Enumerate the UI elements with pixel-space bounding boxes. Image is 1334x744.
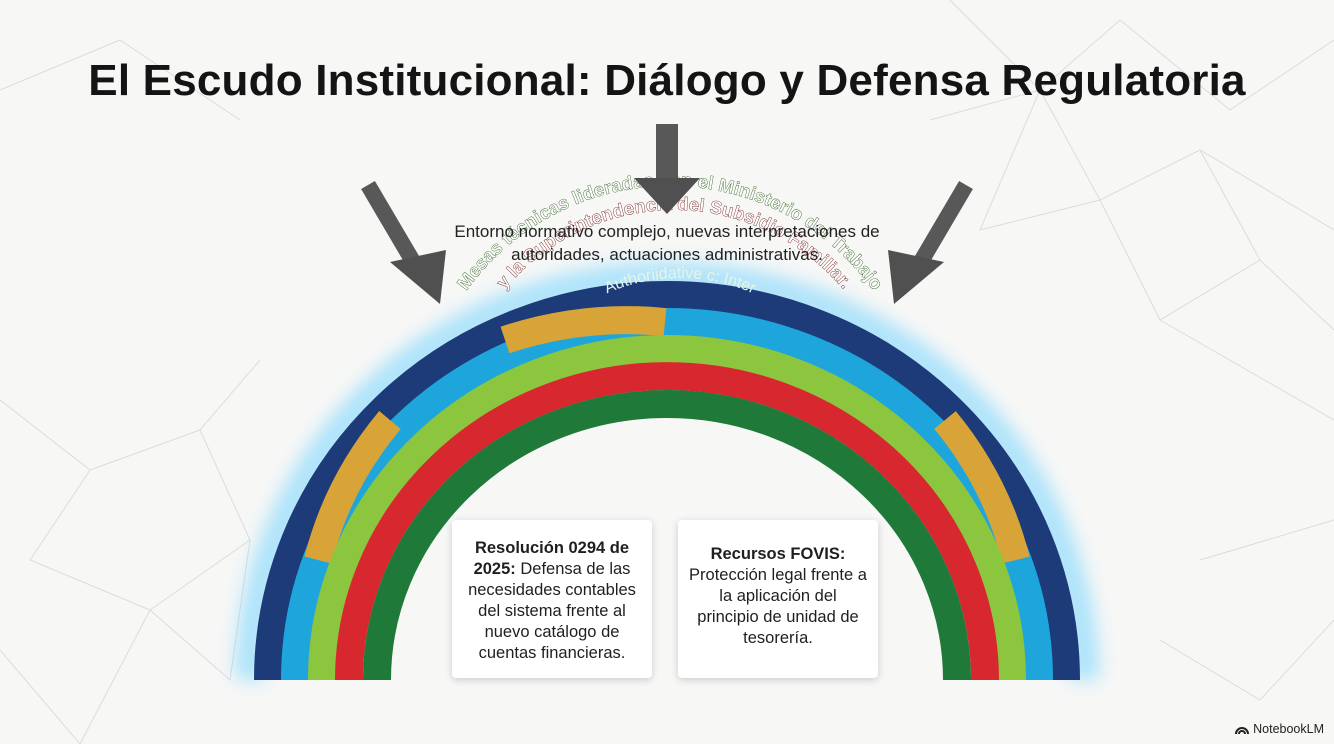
card-right-body: Protección legal frente a la aplicación … <box>689 566 867 647</box>
arch-gold-segment-left <box>304 411 401 564</box>
notebooklm-logo-icon <box>1235 727 1250 735</box>
pressure-arrow-left <box>361 180 446 304</box>
pressure-arrow-center <box>634 124 700 214</box>
pressure-line-2: autoridades, actuaciones administrativas… <box>511 245 823 264</box>
arch-band-navy <box>254 281 1080 681</box>
arch-gold-segment-right <box>934 411 1030 564</box>
arch-band-green <box>363 390 971 681</box>
pressure-line-1: Entorno normativo complejo, nuevas inter… <box>454 222 880 241</box>
page-title: El Escudo Institucional: Diálogo y Defen… <box>88 56 1246 105</box>
card-right-heading: Recursos FOVIS: <box>710 545 846 563</box>
brand-watermark: NotebookLM <box>1235 722 1324 736</box>
card-resolucion-0294: Resolución 0294 de 2025: Defensa de las … <box>452 520 652 678</box>
card-recursos-fovis: Recursos FOVIS: Protección legal frente … <box>678 520 878 678</box>
arch-gold-segment-top <box>500 306 667 354</box>
brand-name: NotebookLM <box>1253 722 1324 736</box>
arch-band-lime <box>308 335 1026 681</box>
regulatory-pressure-text: Entorno normativo complejo, nuevas inter… <box>417 220 917 266</box>
card-left-heading: Resolución 0294 de 2025: <box>473 539 630 578</box>
arch-band-red <box>335 362 999 681</box>
card-left-body: Defensa de las necesidades contables del… <box>468 560 636 662</box>
pressure-arrow-right <box>888 180 973 304</box>
arch-glow <box>235 262 1099 681</box>
